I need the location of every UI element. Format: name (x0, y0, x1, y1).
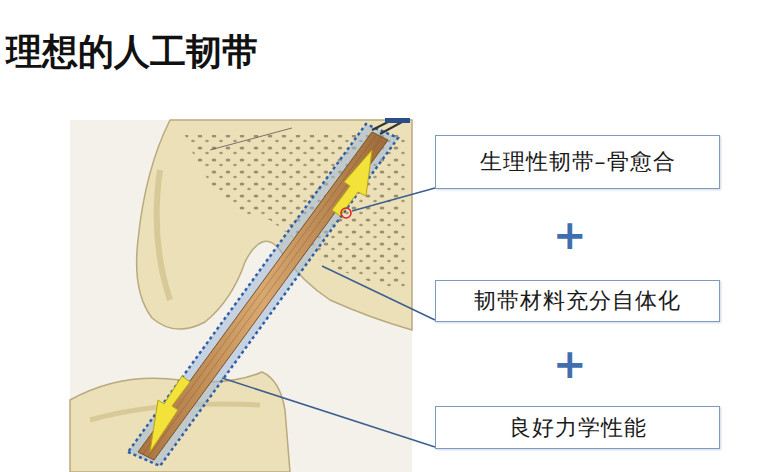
picture-ground (70, 120, 412, 472)
bone-tunnel (128, 124, 398, 466)
box-text: 韧带材料充分自体化 (474, 286, 681, 316)
leader-line (222, 378, 435, 447)
artificial-ligament (138, 132, 388, 460)
box-text: 良好力学性能 (509, 413, 647, 443)
property-box: 生理性韧带–骨愈合 (435, 135, 720, 189)
property-box: 韧带材料充分自体化 (435, 280, 720, 322)
title: 理想的人工韧带 (6, 28, 258, 77)
arrow-up (332, 150, 372, 216)
box-text: 生理性韧带–骨愈合 (480, 147, 676, 177)
leader-line (322, 266, 435, 320)
plus-sign: + (553, 344, 587, 384)
condyle-shade (157, 170, 170, 300)
arrow-down (150, 376, 190, 452)
leader-line (352, 188, 435, 211)
marker-circle (341, 208, 351, 218)
property-box: 良好力学性能 (435, 406, 720, 449)
plus-sign: + (553, 215, 587, 255)
